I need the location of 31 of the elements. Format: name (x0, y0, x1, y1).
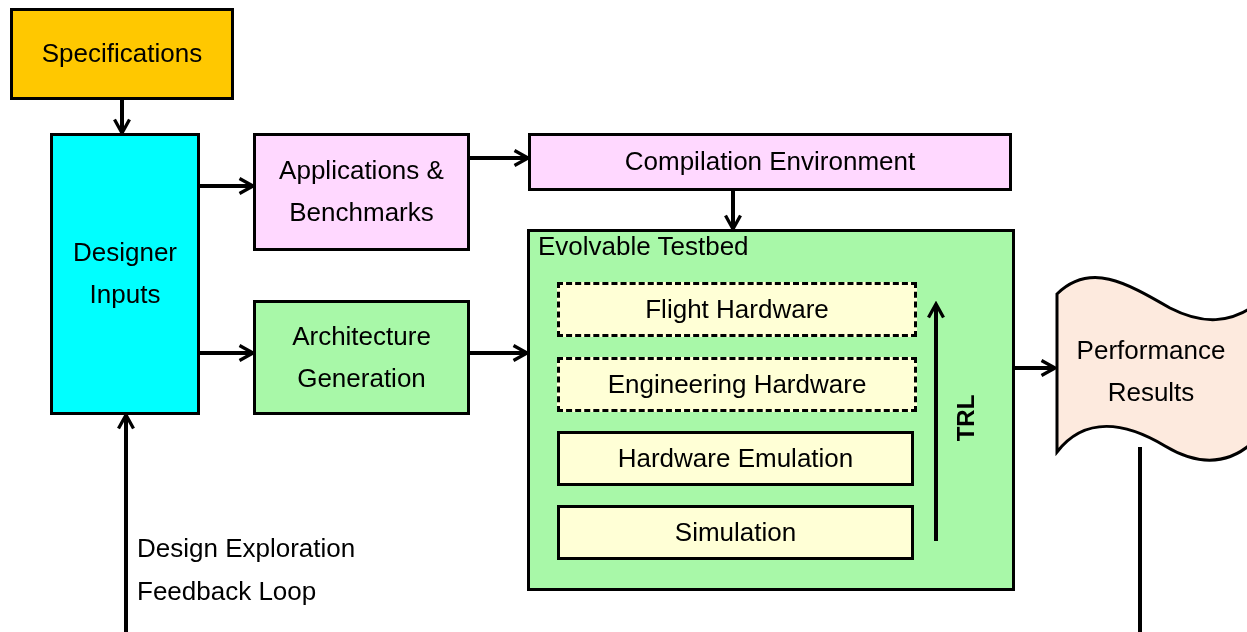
arrow (1015, 358, 1057, 378)
box-label: Applications & Benchmarks (278, 154, 445, 229)
box-label: Performance Results (1075, 334, 1227, 409)
process-box (10, 8, 234, 100)
arrow (200, 343, 255, 363)
container-title: Evolvable Testbed (538, 230, 749, 263)
process-box (253, 300, 470, 415)
process-box (557, 357, 917, 412)
arrow (723, 191, 743, 231)
process-box (557, 431, 914, 486)
axis-label: TRL (954, 394, 979, 442)
box-label: Designer Inputs (71, 236, 179, 311)
box-label: Specifications (41, 37, 203, 71)
box-label: Hardware Emulation (617, 441, 854, 475)
process-box (528, 133, 1012, 191)
arrow (470, 148, 530, 168)
arrow (112, 100, 132, 135)
box-label: Engineering Hardware (607, 367, 867, 401)
arrow (200, 176, 255, 196)
edge-label: Design Exploration Feedback Loop (137, 532, 357, 608)
process-box (557, 505, 914, 560)
box-label: Architecture Generation (291, 319, 432, 395)
box-label: Simulation (674, 515, 797, 549)
process-box (253, 133, 470, 251)
arrow (470, 343, 529, 363)
process-box (557, 282, 917, 337)
process-box (50, 133, 200, 415)
arrow (116, 413, 136, 632)
box-label: Compilation Environment (624, 145, 916, 179)
container-box (527, 229, 1015, 591)
box-label: Flight Hardware (645, 292, 829, 326)
